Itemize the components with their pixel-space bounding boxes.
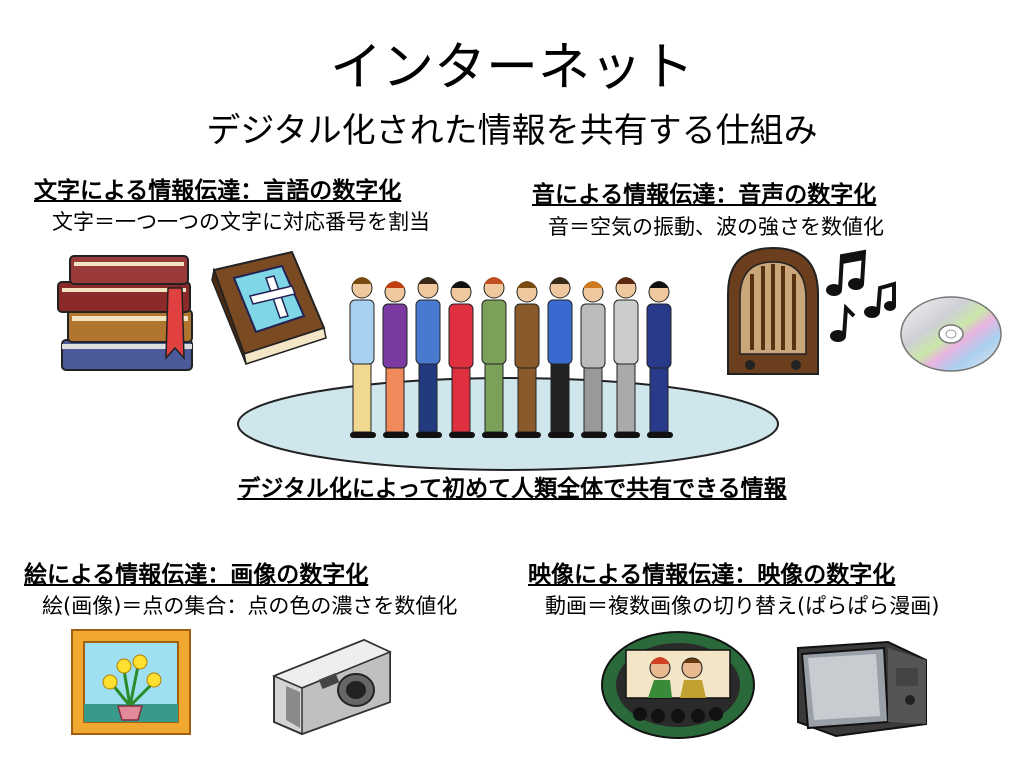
bible-book-icon <box>211 250 327 365</box>
person-figure <box>481 277 508 438</box>
movie-theater-icon <box>601 631 755 739</box>
person-figure <box>613 277 640 438</box>
person-figure <box>646 281 673 438</box>
crowd-of-people-icon <box>349 277 673 438</box>
compact-disc-icon <box>900 296 1002 372</box>
text-section-heading: 文字による情報伝達：言語の数字化 <box>34 178 402 204</box>
page-title: インターネット <box>329 38 694 98</box>
video-section-description: 動画＝複数画像の切り替え(ぱらぱら漫画) <box>545 594 940 618</box>
stacked-books-icon <box>57 255 193 371</box>
person-figure <box>448 281 475 438</box>
digital-camera-icon <box>272 638 392 736</box>
page-subtitle: デジタル化された情報を共有する仕組み <box>206 111 818 151</box>
person-figure <box>514 281 541 438</box>
person-figure <box>547 277 574 438</box>
person-figure <box>415 277 442 438</box>
person-figure <box>349 277 376 438</box>
vintage-radio-icon <box>727 246 819 375</box>
picture-section-description: 絵(画像)＝点の集合：点の色の濃さを数値化 <box>42 594 458 618</box>
platform-ellipse <box>237 377 779 471</box>
person-figure <box>382 281 409 438</box>
sound-section-description: 音＝空気の振動、波の強さを数値化 <box>548 215 884 239</box>
framed-flower-painting-icon <box>71 629 191 735</box>
picture-section-heading: 絵による情報伝達：画像の数字化 <box>24 562 369 588</box>
television-icon <box>797 640 927 738</box>
sound-section-heading: 音による情報伝達：音声の数字化 <box>532 182 877 208</box>
person-figure <box>580 281 607 438</box>
center-caption: デジタル化によって初めて人類全体で共有できる情報 <box>237 476 787 502</box>
music-notes-icon <box>826 249 896 342</box>
text-section-description: 文字＝一つ一つの文字に対応番号を割当 <box>52 210 430 234</box>
video-section-heading: 映像による情報伝達：映像の数字化 <box>528 562 896 588</box>
